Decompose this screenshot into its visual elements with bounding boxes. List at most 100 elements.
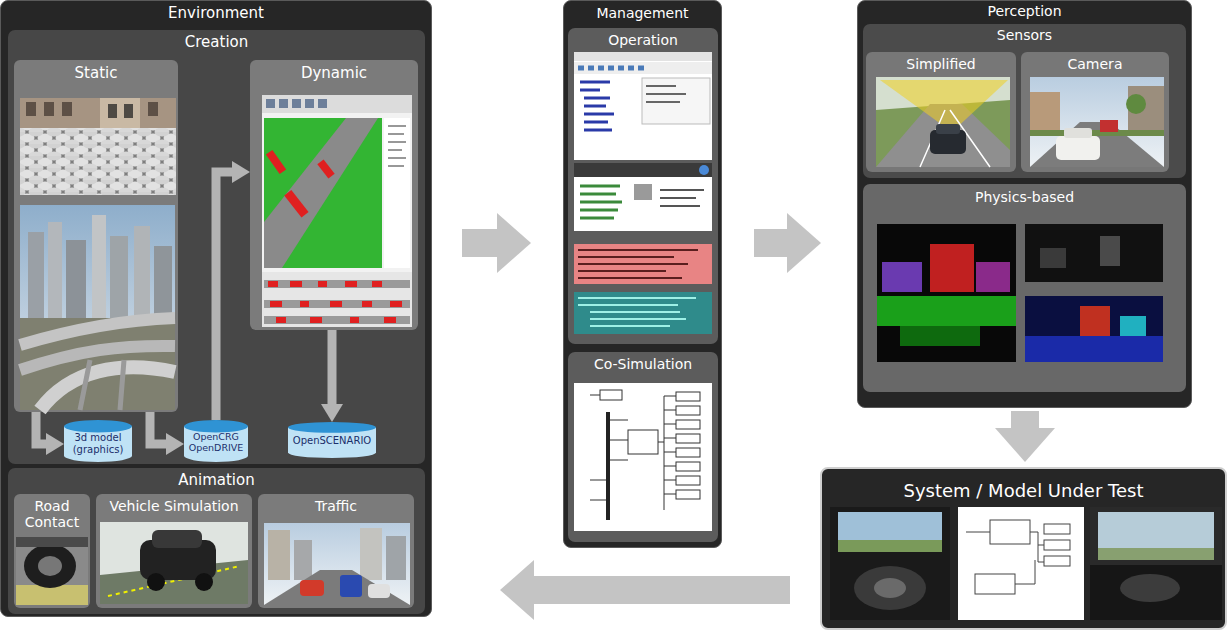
cylinder-body xyxy=(184,426,248,462)
connector-line xyxy=(754,229,790,257)
driving-simulator-pictures-part xyxy=(830,507,950,620)
database-cylinder: OpenSCENARIO xyxy=(288,422,376,458)
driving-simulator-pictures-part xyxy=(1044,540,1070,550)
connector-line xyxy=(531,576,790,604)
physics-based-pictures xyxy=(877,224,1163,362)
arrow-head xyxy=(46,433,64,455)
traffic-editor-screenshot-part xyxy=(262,95,412,113)
city-picture-part xyxy=(48,222,62,322)
panel-title: Co-Simulation xyxy=(568,356,718,372)
driving-simulator-pictures-part xyxy=(975,574,1015,594)
connector-line xyxy=(216,172,234,420)
road-contact-picture-part xyxy=(16,537,88,605)
traffic-picture-part xyxy=(386,536,406,580)
panel-title: Camera xyxy=(1021,56,1169,72)
traffic-editor-screenshot-part xyxy=(266,150,286,174)
camera-picture-part xyxy=(1100,120,1118,132)
camera-picture xyxy=(1030,77,1164,167)
city-picture-part xyxy=(92,215,106,322)
city-picture xyxy=(20,205,175,410)
traffic-picture-part xyxy=(294,540,312,580)
vehicle-simulation-picture-part xyxy=(100,522,248,604)
cobblestone-picture-part xyxy=(20,98,176,128)
operation-screenshots-part xyxy=(574,52,712,61)
traffic-picture-part xyxy=(340,575,362,597)
panel-title: Creation xyxy=(8,34,425,51)
traffic-picture xyxy=(264,523,410,605)
cobblestone-picture-part xyxy=(26,102,36,116)
cylinder-label: 3d model (graphics) xyxy=(64,432,132,455)
cobblestone-picture-part xyxy=(20,98,176,195)
panel-title: Simplified xyxy=(866,56,1016,72)
driving-simulator-pictures-part xyxy=(838,512,942,552)
simplified-sensor-picture-part xyxy=(876,104,1010,167)
cylinder-top xyxy=(288,422,376,433)
city-picture-part xyxy=(28,232,44,322)
traffic-editor-screenshot-part xyxy=(262,272,412,327)
traffic-picture-part xyxy=(368,584,390,598)
city-picture-part xyxy=(154,246,172,322)
arrow-head xyxy=(497,213,531,273)
co-simulation-block-diagram-part xyxy=(574,383,712,531)
co-simulation-block-diagram-part xyxy=(676,420,700,429)
driving-simulator-pictures-part xyxy=(990,520,1030,544)
operation-screenshots xyxy=(574,52,712,334)
camera-picture-part xyxy=(1064,128,1092,138)
traffic-editor-screenshot-part xyxy=(318,99,327,108)
panel-title: Management xyxy=(564,5,721,21)
operation-screenshots-part xyxy=(646,86,686,102)
traffic-picture-part xyxy=(268,530,290,580)
co-simulation-block-diagram-part xyxy=(600,390,622,400)
arrow-head xyxy=(995,428,1055,462)
vehicle-simulation-picture xyxy=(100,522,248,604)
driving-simulator-pictures-part xyxy=(854,566,926,610)
driving-simulator-pictures-part xyxy=(1120,574,1180,602)
operation-screenshots-part xyxy=(578,298,696,326)
driving-simulator-pictures-part xyxy=(1044,524,1070,534)
road-contact-picture-part xyxy=(24,544,76,588)
driving-simulator-pictures-part xyxy=(958,507,1084,620)
traffic-editor-screenshot xyxy=(262,95,412,327)
co-simulation-block-diagram-part xyxy=(676,434,700,443)
physics-based-pictures-part xyxy=(1025,336,1163,362)
cobblestone-picture-part xyxy=(44,102,54,116)
traffic-picture-part xyxy=(264,570,410,605)
arrow-head xyxy=(232,161,250,183)
operation-screenshots-part xyxy=(634,184,652,200)
road-contact-picture xyxy=(16,537,88,605)
simplified-sensor-picture-part xyxy=(936,124,960,134)
driving-simulator-pictures-part xyxy=(1090,565,1222,620)
connector-arrow xyxy=(216,161,250,420)
co-simulation-block-diagram-part xyxy=(676,490,700,499)
connector-line xyxy=(462,229,500,257)
camera-picture-part xyxy=(1056,136,1100,160)
traffic-editor-screenshot-part xyxy=(317,159,334,178)
co-simulation-block-diagram-part xyxy=(676,406,700,415)
driving-simulator-pictures-part xyxy=(1090,507,1222,620)
connector-arrow xyxy=(150,412,184,455)
camera-picture-part xyxy=(1030,92,1060,136)
operation-screenshots-part xyxy=(660,190,704,206)
arrow-head xyxy=(166,433,184,455)
road-contact-picture-part xyxy=(38,556,62,576)
co-simulation-block-diagram-part xyxy=(628,430,658,454)
vehicle-simulation-picture-part xyxy=(147,573,165,591)
operation-screenshots-part xyxy=(574,52,712,160)
physics-based-pictures-part xyxy=(930,244,974,292)
physics-based-pictures-part xyxy=(976,262,1010,292)
traffic-editor-screenshot-part xyxy=(284,190,308,218)
connector-line xyxy=(328,330,337,406)
traffic-editor-screenshot-part xyxy=(388,126,406,166)
simplified-sensor-picture xyxy=(876,77,1010,167)
city-picture-part xyxy=(110,236,128,322)
arrow-head xyxy=(787,213,821,273)
operation-screenshots-part xyxy=(578,250,698,278)
camera-picture-part xyxy=(1030,77,1164,167)
co-simulation-block-diagram-part xyxy=(676,448,700,457)
driving-simulator-pictures-part xyxy=(966,532,1044,584)
driving-simulator-pictures xyxy=(830,507,1222,620)
physics-based-pictures-part xyxy=(1080,306,1110,336)
driving-simulator-pictures-part xyxy=(1098,548,1214,560)
panel-title: Static xyxy=(14,65,178,82)
operation-screenshots-part xyxy=(574,62,712,74)
